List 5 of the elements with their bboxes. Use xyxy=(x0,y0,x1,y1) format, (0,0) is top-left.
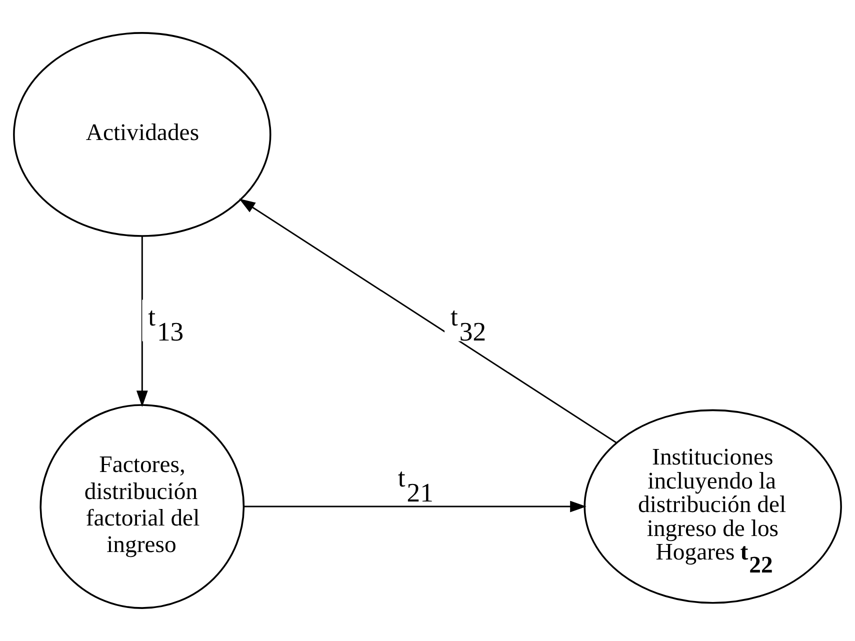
arrow xyxy=(136,236,148,407)
arrow xyxy=(244,500,586,512)
node-ellipse: Actividades xyxy=(13,32,272,237)
node-circle: Factores, distribución factorial del ingreso xyxy=(40,404,245,609)
arrow xyxy=(239,198,617,444)
